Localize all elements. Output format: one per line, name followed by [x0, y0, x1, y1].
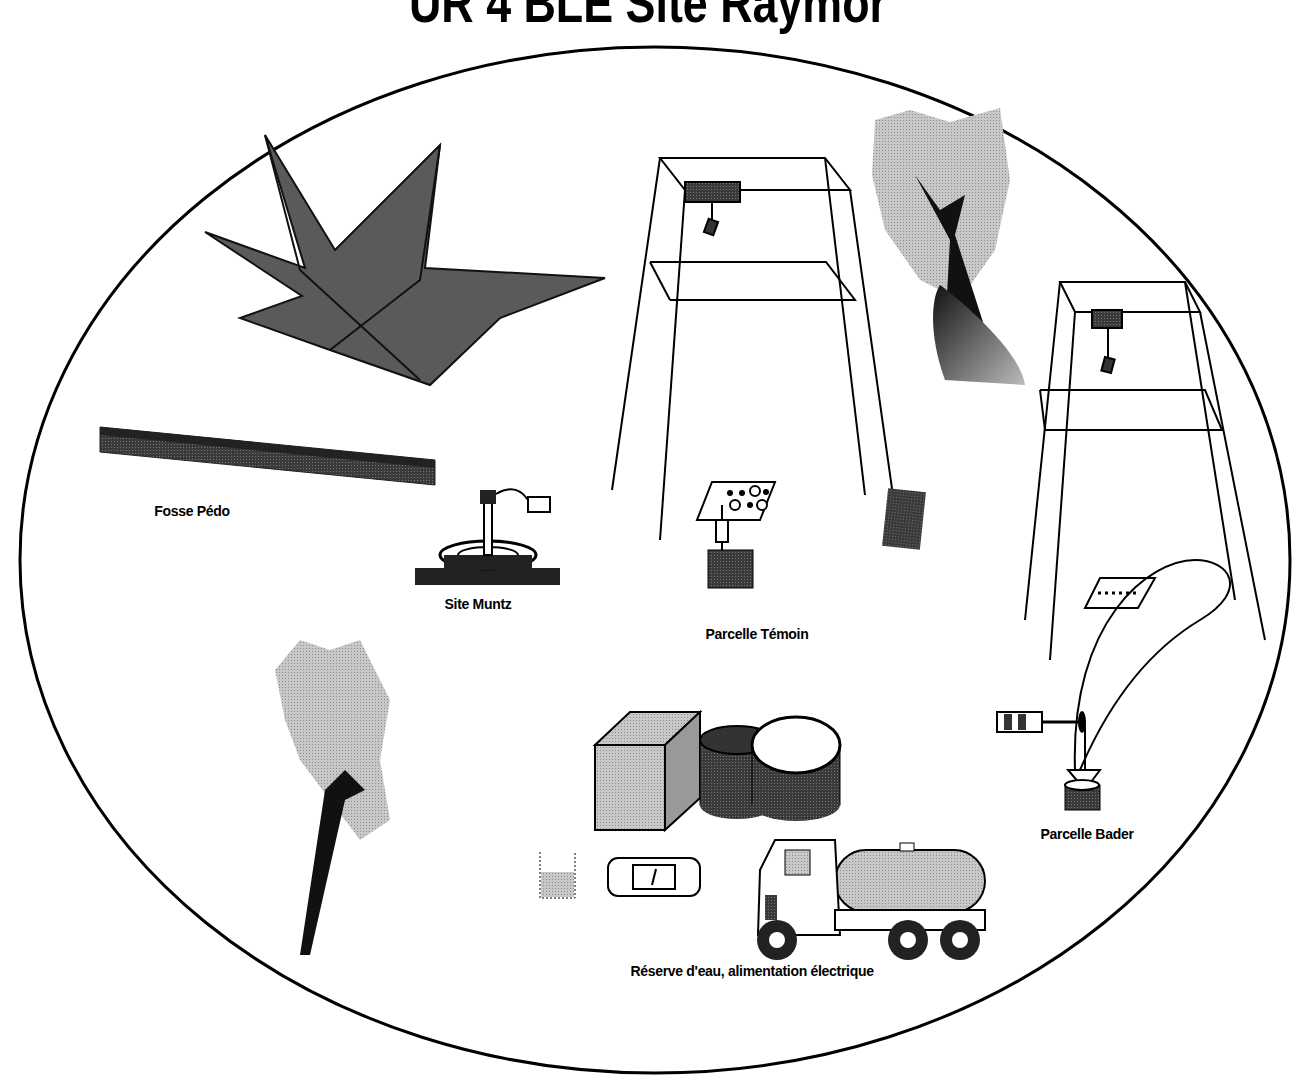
- tanker-truck-part: [900, 843, 914, 851]
- measurement-tower-part: [850, 190, 895, 510]
- electric-meter-part: [633, 865, 675, 889]
- measurement-tower-part: [1185, 282, 1235, 600]
- tanker-truck-part: [769, 932, 785, 948]
- measurement-tower-part: [825, 158, 865, 495]
- control-plot-device-part: [727, 490, 733, 496]
- control-plot-device: [697, 482, 775, 588]
- muntz-apparatus-part: [480, 490, 496, 504]
- measurement-tower-part: [704, 219, 718, 236]
- tanker-truck-part: [757, 920, 797, 960]
- water-tank: [595, 712, 700, 830]
- measurement-tower: [1025, 282, 1265, 660]
- part-label: Parcelle Témoin: [706, 626, 809, 642]
- soil-pit: [100, 427, 435, 485]
- measurement-tower-part: [1200, 312, 1265, 640]
- measurement-tower-part: [1040, 390, 1222, 430]
- bader-plot-device: [997, 560, 1230, 810]
- tanker-truck-part: [835, 850, 985, 912]
- beaker-part: [540, 852, 575, 898]
- tree: [275, 640, 390, 955]
- measurement-tower-part: [650, 262, 670, 300]
- measurement-tower-part: [685, 182, 740, 202]
- star-shape-part: [205, 135, 605, 385]
- tree-part: [933, 285, 1025, 385]
- tanker-truck-part: [940, 920, 980, 960]
- bader-plot-device-part: [1004, 714, 1012, 730]
- muntz-apparatus-part: [444, 555, 532, 570]
- bader-plot-device-part: [997, 712, 1042, 732]
- measurement-tower-part: [1050, 312, 1075, 660]
- beaker: [540, 852, 575, 898]
- measurement-tower-part: [1025, 282, 1060, 620]
- muntz-apparatus-part: [484, 500, 492, 555]
- water-barrels-part: [752, 717, 840, 773]
- bader-plot-device-part: [1065, 780, 1099, 790]
- electric-meter-part: [608, 858, 700, 896]
- bader-plot-device-part: [1084, 725, 1086, 770]
- measurement-tower-part: [1040, 390, 1045, 430]
- muntz-apparatus-part: [528, 497, 550, 512]
- control-plot-device-part: [757, 500, 767, 510]
- star-shape-part: [330, 145, 440, 350]
- tanker-truck-part: [888, 920, 928, 960]
- measurement-tower-part: [1107, 328, 1109, 360]
- battery-block-part: [882, 488, 926, 550]
- muntz-apparatus-part: [496, 489, 528, 500]
- part-label: Parcelle Bader: [1040, 826, 1133, 842]
- measurement-tower: [612, 158, 895, 540]
- control-plot-device-part: [739, 490, 745, 496]
- muntz-apparatus-part: [415, 568, 560, 585]
- control-plot-device-part: [730, 500, 740, 510]
- bader-plot-device-part: [1075, 560, 1230, 770]
- star-shape: [205, 135, 605, 385]
- control-plot-device-part: [697, 482, 775, 520]
- water-tank-part: [595, 745, 665, 830]
- bader-plot-device-part: [1042, 721, 1078, 724]
- bader-plot-device-part: [1018, 714, 1026, 730]
- measurement-tower-part: [1101, 357, 1114, 373]
- control-plot-device-part: [708, 550, 753, 588]
- part-label: Fosse Pédo: [154, 503, 230, 519]
- muntz-apparatus: [415, 489, 560, 585]
- measurement-tower-part: [612, 158, 660, 490]
- battery-block: [882, 488, 926, 550]
- soil-pit-part: [100, 427, 435, 485]
- water-barrels: [700, 717, 840, 821]
- site-boundary: [20, 47, 1290, 1073]
- soil-pit-part: [100, 427, 435, 468]
- tree: [872, 108, 1025, 385]
- tanker-truck-part: [785, 850, 810, 875]
- tree-part: [300, 770, 365, 955]
- tree-part: [872, 108, 1010, 300]
- tanker-truck-part: [765, 895, 777, 920]
- electric-meter-part: [652, 869, 656, 885]
- bader-plot-device-part: [1078, 711, 1086, 733]
- tanker-truck-part: [952, 932, 968, 948]
- part-label: Réserve d'eau, alimentation électrique: [630, 963, 873, 979]
- diagram-title: UR 4 BLE Site Raymor: [409, 0, 887, 35]
- control-plot-device-part: [763, 489, 769, 495]
- water-tank-part: [665, 712, 700, 830]
- water-barrels-part: [752, 789, 840, 821]
- measurement-tower-part: [1092, 310, 1122, 328]
- measurement-tower-part: [1060, 282, 1200, 312]
- tanker-truck-part: [900, 932, 916, 948]
- control-plot-device-part: [747, 502, 753, 508]
- control-plot-device-part: [750, 486, 760, 496]
- star-shape-part: [265, 135, 420, 380]
- part-label: Site Muntz: [445, 596, 512, 612]
- site-boundary-part: [20, 47, 1290, 1073]
- electric-meter: [608, 858, 700, 896]
- tanker-truck-part: [758, 840, 840, 935]
- beaker-part: [541, 872, 574, 897]
- measurement-tower-part: [650, 262, 855, 300]
- tanker-truck: [757, 840, 985, 960]
- control-plot-device-part: [716, 520, 728, 542]
- measurement-tower-part: [660, 190, 685, 540]
